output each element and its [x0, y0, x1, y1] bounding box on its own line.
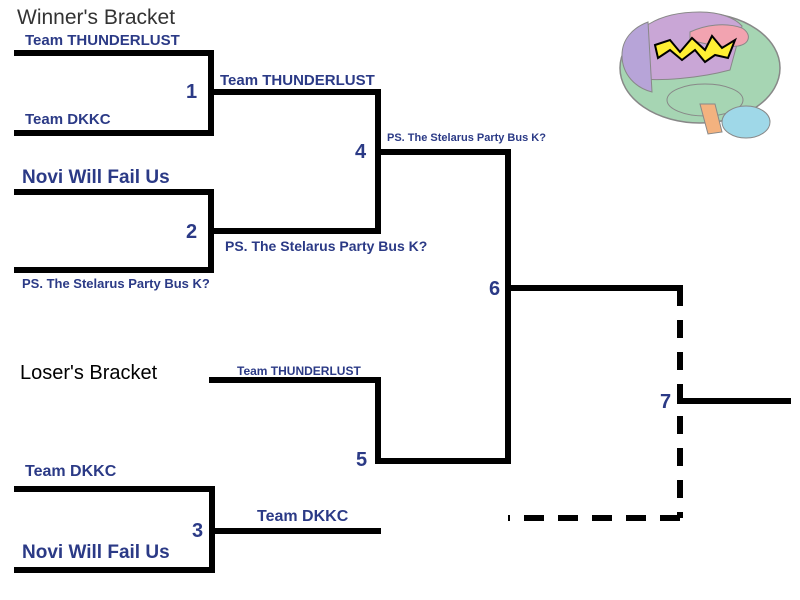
match-number-6: 6 — [489, 278, 501, 300]
winners-bracket-title: Winner's Bracket — [17, 6, 176, 29]
match-number-7: 7 — [660, 391, 672, 413]
match-7-dashed-lines — [508, 288, 683, 521]
team-label-l1-top: Team THUNDERLUST — [237, 364, 361, 378]
match-3-lines — [14, 486, 381, 573]
team-label-r1-bot: Team DKKC — [25, 111, 111, 128]
match-6-lines — [505, 149, 683, 464]
match-2-lines — [14, 189, 233, 273]
brain-icon — [619, 11, 781, 139]
team-label-r2-bot: PS. The Stelarus Party Bus K? — [22, 276, 210, 291]
team-label-r1-top: Team THUNDERLUST — [25, 32, 180, 49]
match-5-lines — [209, 377, 511, 464]
team-label-r2-top: Novi Will Fail Us — [22, 167, 170, 188]
team-label-m1-winner: Team THUNDERLUST — [220, 72, 375, 89]
match-number-3: 3 — [192, 520, 204, 542]
match-4-lines — [208, 89, 511, 234]
team-label-m3-winner: Team DKKC — [257, 508, 349, 525]
match-number-5: 5 — [356, 449, 368, 471]
team-label-l3-top: Team DKKC — [25, 463, 117, 480]
team-label-m2-winner: PS. The Stelarus Party Bus K? — [225, 238, 428, 254]
match-number-1: 1 — [186, 81, 198, 103]
losers-bracket-title: Loser's Bracket — [20, 362, 158, 384]
team-label-m4-winner: PS. The Stelarus Party Bus K? — [387, 132, 546, 144]
team-label-l3-bot: Novi Will Fail Us — [22, 542, 170, 563]
match-number-2: 2 — [186, 221, 198, 243]
match-number-4: 4 — [355, 141, 367, 163]
